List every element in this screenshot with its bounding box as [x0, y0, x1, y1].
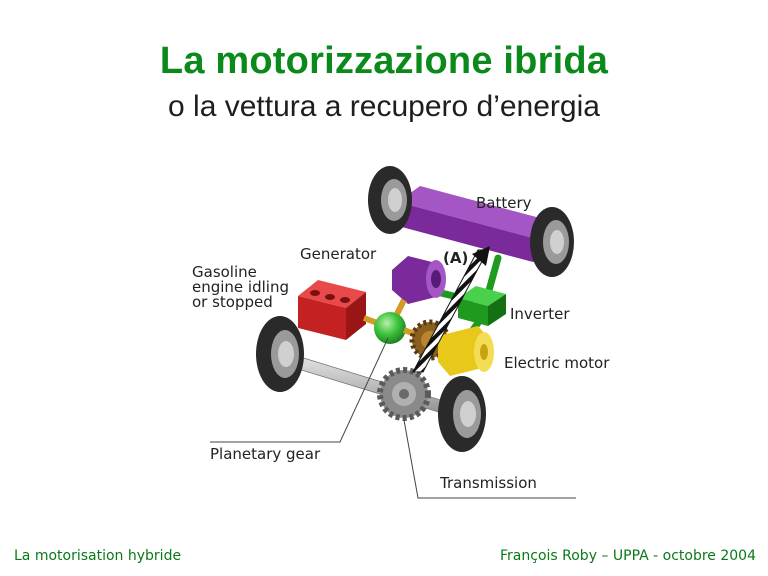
marker-a-label: (A) — [443, 249, 469, 267]
footer-left: La motorisation hybride — [14, 548, 182, 564]
footer-right: François Roby – UPPA - octobre 2004 — [500, 548, 756, 564]
planetary-gear-label: Planetary gear — [210, 445, 321, 463]
front-left-wheel — [256, 316, 304, 392]
gasoline-engine — [298, 280, 382, 340]
inverter — [458, 286, 506, 326]
front-axle — [281, 351, 461, 419]
leader-lines — [210, 337, 576, 499]
slide-subtitle: o la vettura a recupero d’energia — [168, 90, 600, 123]
gasoline-engine-label-line1: Gasoline — [192, 263, 257, 281]
rear-left-wheel — [368, 166, 412, 234]
electric-motor — [438, 326, 494, 376]
rear-right-wheel — [530, 207, 574, 277]
gasoline-engine-label-line2: engine idling — [192, 278, 289, 296]
inverter-label: Inverter — [510, 305, 570, 323]
power-flow-arrow — [412, 246, 490, 373]
transmission-gear — [377, 367, 431, 421]
battery-label: Battery — [476, 194, 532, 212]
generator-label: Generator — [300, 245, 377, 263]
electric-motor-label: Electric motor — [504, 354, 610, 372]
front-right-wheel — [438, 376, 486, 452]
slide-title: La motorizzazione ibrida — [159, 40, 609, 82]
generator — [392, 256, 446, 320]
transmission-label: Transmission — [440, 474, 537, 492]
gasoline-engine-label-line3: or stopped — [192, 293, 273, 311]
